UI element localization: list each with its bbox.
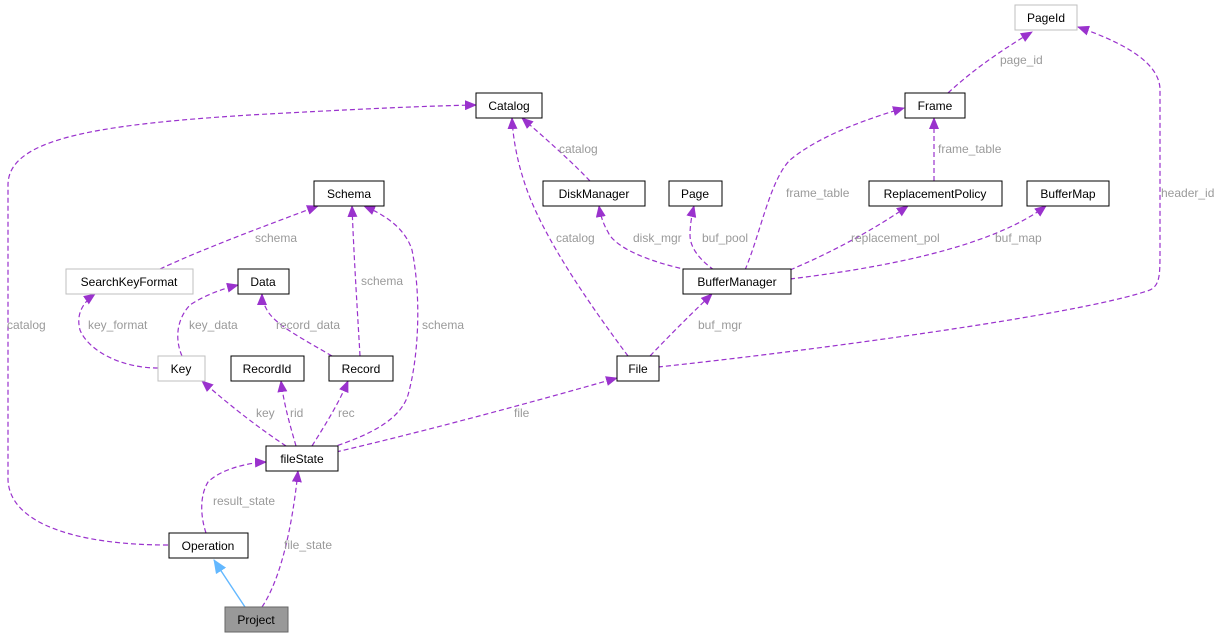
node-project[interactable]: Project: [224, 606, 289, 633]
node-label-buffermap: BufferMap: [1040, 187, 1095, 201]
edge-label-file: file: [514, 406, 530, 420]
node-recordid[interactable]: RecordId: [230, 355, 305, 382]
node-label-buffermanager: BufferManager: [697, 275, 776, 289]
edge-frame-table-bm: [744, 106, 905, 271]
node-file[interactable]: File: [616, 355, 660, 382]
edge-label-schema-skf: schema: [255, 231, 297, 245]
edge-file: [335, 376, 618, 453]
edge-label-header-id: header_id: [1161, 186, 1214, 200]
edge-record-data: [257, 293, 333, 357]
edges: [7, 25, 1161, 608]
edge-page-id: [947, 31, 1033, 94]
node-label-filestate: fileState: [280, 452, 324, 466]
edge-schema-filestate: [329, 205, 419, 449]
edge-label-buf-map: buf_map: [995, 231, 1042, 245]
node-label-project: Project: [237, 613, 275, 627]
node-data[interactable]: Data: [237, 268, 290, 295]
edge-schema-record: [347, 205, 361, 357]
node-label-operation: Operation: [182, 539, 235, 553]
edge-label-schema-record: schema: [361, 274, 403, 288]
edge-key: [201, 380, 287, 447]
node-label-diskmanager: DiskManager: [559, 187, 630, 201]
edge-label-replacement-pol: replacement_pol: [851, 231, 940, 245]
edge-label-result-state: result_state: [213, 494, 275, 508]
edge-header-id: [657, 25, 1161, 368]
edge-label-frame-table-bm: frame_table: [786, 186, 850, 200]
node-label-page: Page: [681, 187, 709, 201]
edge-labels: page_id catalog frame_table frame_table …: [7, 53, 1214, 552]
node-label-file: File: [628, 362, 648, 376]
edge-label-schema-filestate: schema: [422, 318, 464, 332]
edge-label-frame-table-rp: frame_table: [938, 142, 1002, 156]
edge-buf-map: [789, 205, 1047, 280]
node-pageid[interactable]: PageId: [1014, 4, 1078, 31]
node-label-replacementpolicy: ReplacementPolicy: [884, 187, 987, 201]
node-buffermap[interactable]: BufferMap: [1026, 180, 1110, 207]
edge-label-page-id: page_id: [1000, 53, 1043, 67]
node-replacementpolicy[interactable]: ReplacementPolicy: [868, 180, 1003, 207]
node-key[interactable]: Key: [157, 355, 206, 382]
node-label-schema: Schema: [327, 187, 371, 201]
node-filestate[interactable]: fileState: [265, 445, 339, 472]
node-label-frame: Frame: [918, 99, 953, 113]
edge-label-catalog-diskmanager: catalog: [559, 142, 598, 156]
edge-catalog-diskmanager: [521, 117, 591, 182]
node-diskmanager[interactable]: DiskManager: [542, 180, 646, 207]
node-label-recordid: RecordId: [243, 362, 292, 376]
edge-rid: [277, 380, 297, 447]
node-catalog[interactable]: Catalog: [475, 92, 543, 119]
edge-rec: [311, 380, 349, 447]
edge-catalog-file: [507, 117, 629, 357]
edge-label-disk-mgr: disk_mgr: [633, 231, 682, 245]
node-label-data: Data: [250, 275, 276, 289]
edge-inherit-operation: [213, 559, 246, 608]
edge-label-key: key: [256, 406, 275, 420]
node-frame[interactable]: Frame: [904, 92, 966, 119]
node-operation[interactable]: Operation: [168, 532, 249, 559]
edge-buf-pool: [686, 205, 715, 271]
node-label-pageid: PageId: [1027, 11, 1065, 25]
edge-catalog-op: [7, 100, 477, 546]
nodes: PageId Catalog Frame Schema DiskManager …: [65, 4, 1110, 633]
node-label-record: Record: [342, 362, 381, 376]
node-page[interactable]: Page: [668, 180, 723, 207]
node-searchkeyformat[interactable]: SearchKeyFormat: [65, 268, 194, 295]
node-label-key: Key: [171, 362, 192, 376]
edge-label-rec: rec: [338, 406, 355, 420]
edge-disk-mgr: [595, 205, 689, 271]
edge-label-buf-pool: buf_pool: [702, 231, 748, 245]
node-buffermanager[interactable]: BufferManager: [682, 268, 792, 295]
edge-label-catalog-op: catalog: [7, 318, 46, 332]
edge-label-file-state: file_state: [284, 538, 332, 552]
edge-buf-mgr: [649, 293, 713, 357]
edge-replacement-pol: [789, 205, 909, 271]
node-record[interactable]: Record: [328, 355, 394, 382]
edge-label-key-data: key_data: [189, 318, 238, 332]
edge-key-format: [78, 293, 159, 369]
edge-key-data: [177, 282, 239, 357]
edge-label-key-format: key_format: [88, 318, 148, 332]
edge-file-state: [261, 470, 302, 608]
node-label-searchkeyformat: SearchKeyFormat: [81, 275, 178, 289]
edge-label-buf-mgr: buf_mgr: [698, 318, 742, 332]
edge-label-catalog-file: catalog: [556, 231, 595, 245]
edge-result-state: [201, 457, 267, 534]
edge-label-record-data: record_data: [276, 318, 340, 332]
node-schema[interactable]: Schema: [313, 180, 385, 207]
edge-label-rid: rid: [290, 406, 303, 420]
node-label-catalog: Catalog: [488, 99, 529, 113]
edge-schema-skf: [159, 205, 319, 270]
